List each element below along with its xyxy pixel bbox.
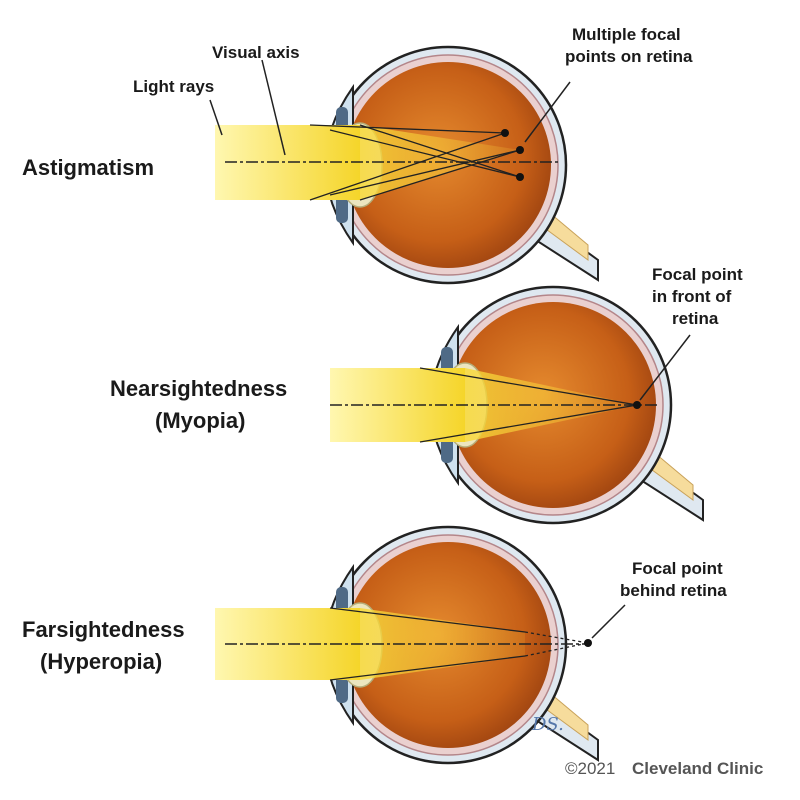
focal-point — [516, 146, 524, 154]
focal-front-label-3: retina — [672, 309, 719, 328]
focal-point — [501, 129, 509, 137]
myopia-title: (Myopia) — [155, 408, 245, 433]
astigmatism-eye — [209, 45, 600, 285]
nearsightedness-title: Nearsightedness — [110, 376, 287, 401]
focal-behind-label-1: Focal point — [632, 559, 723, 578]
copyright-owner: Cleveland Clinic — [632, 759, 763, 778]
hyperopia-eye — [215, 525, 626, 765]
copyright-year: ©2021 — [565, 759, 615, 778]
focal-point — [516, 173, 524, 181]
multiple-focal-label-1: Multiple focal — [572, 25, 681, 44]
farsightedness-title: Farsightedness — [22, 617, 185, 642]
light-rays-label: Light rays — [133, 77, 214, 96]
focal-front-label-2: in front of — [652, 287, 732, 306]
astigmatism-title: Astigmatism — [22, 155, 154, 180]
myopia-eye — [330, 285, 705, 525]
focal-point — [584, 639, 592, 647]
focal-point — [633, 401, 641, 409]
multiple-focal-label-2: points on retina — [565, 47, 693, 66]
focal-front-label-1: Focal point — [652, 265, 743, 284]
focal-behind-label-2: behind retina — [620, 581, 727, 600]
artist-signature: DS. — [531, 714, 564, 735]
hyperopia-title: (Hyperopia) — [40, 649, 162, 674]
visual-axis-label: Visual axis — [212, 43, 300, 62]
